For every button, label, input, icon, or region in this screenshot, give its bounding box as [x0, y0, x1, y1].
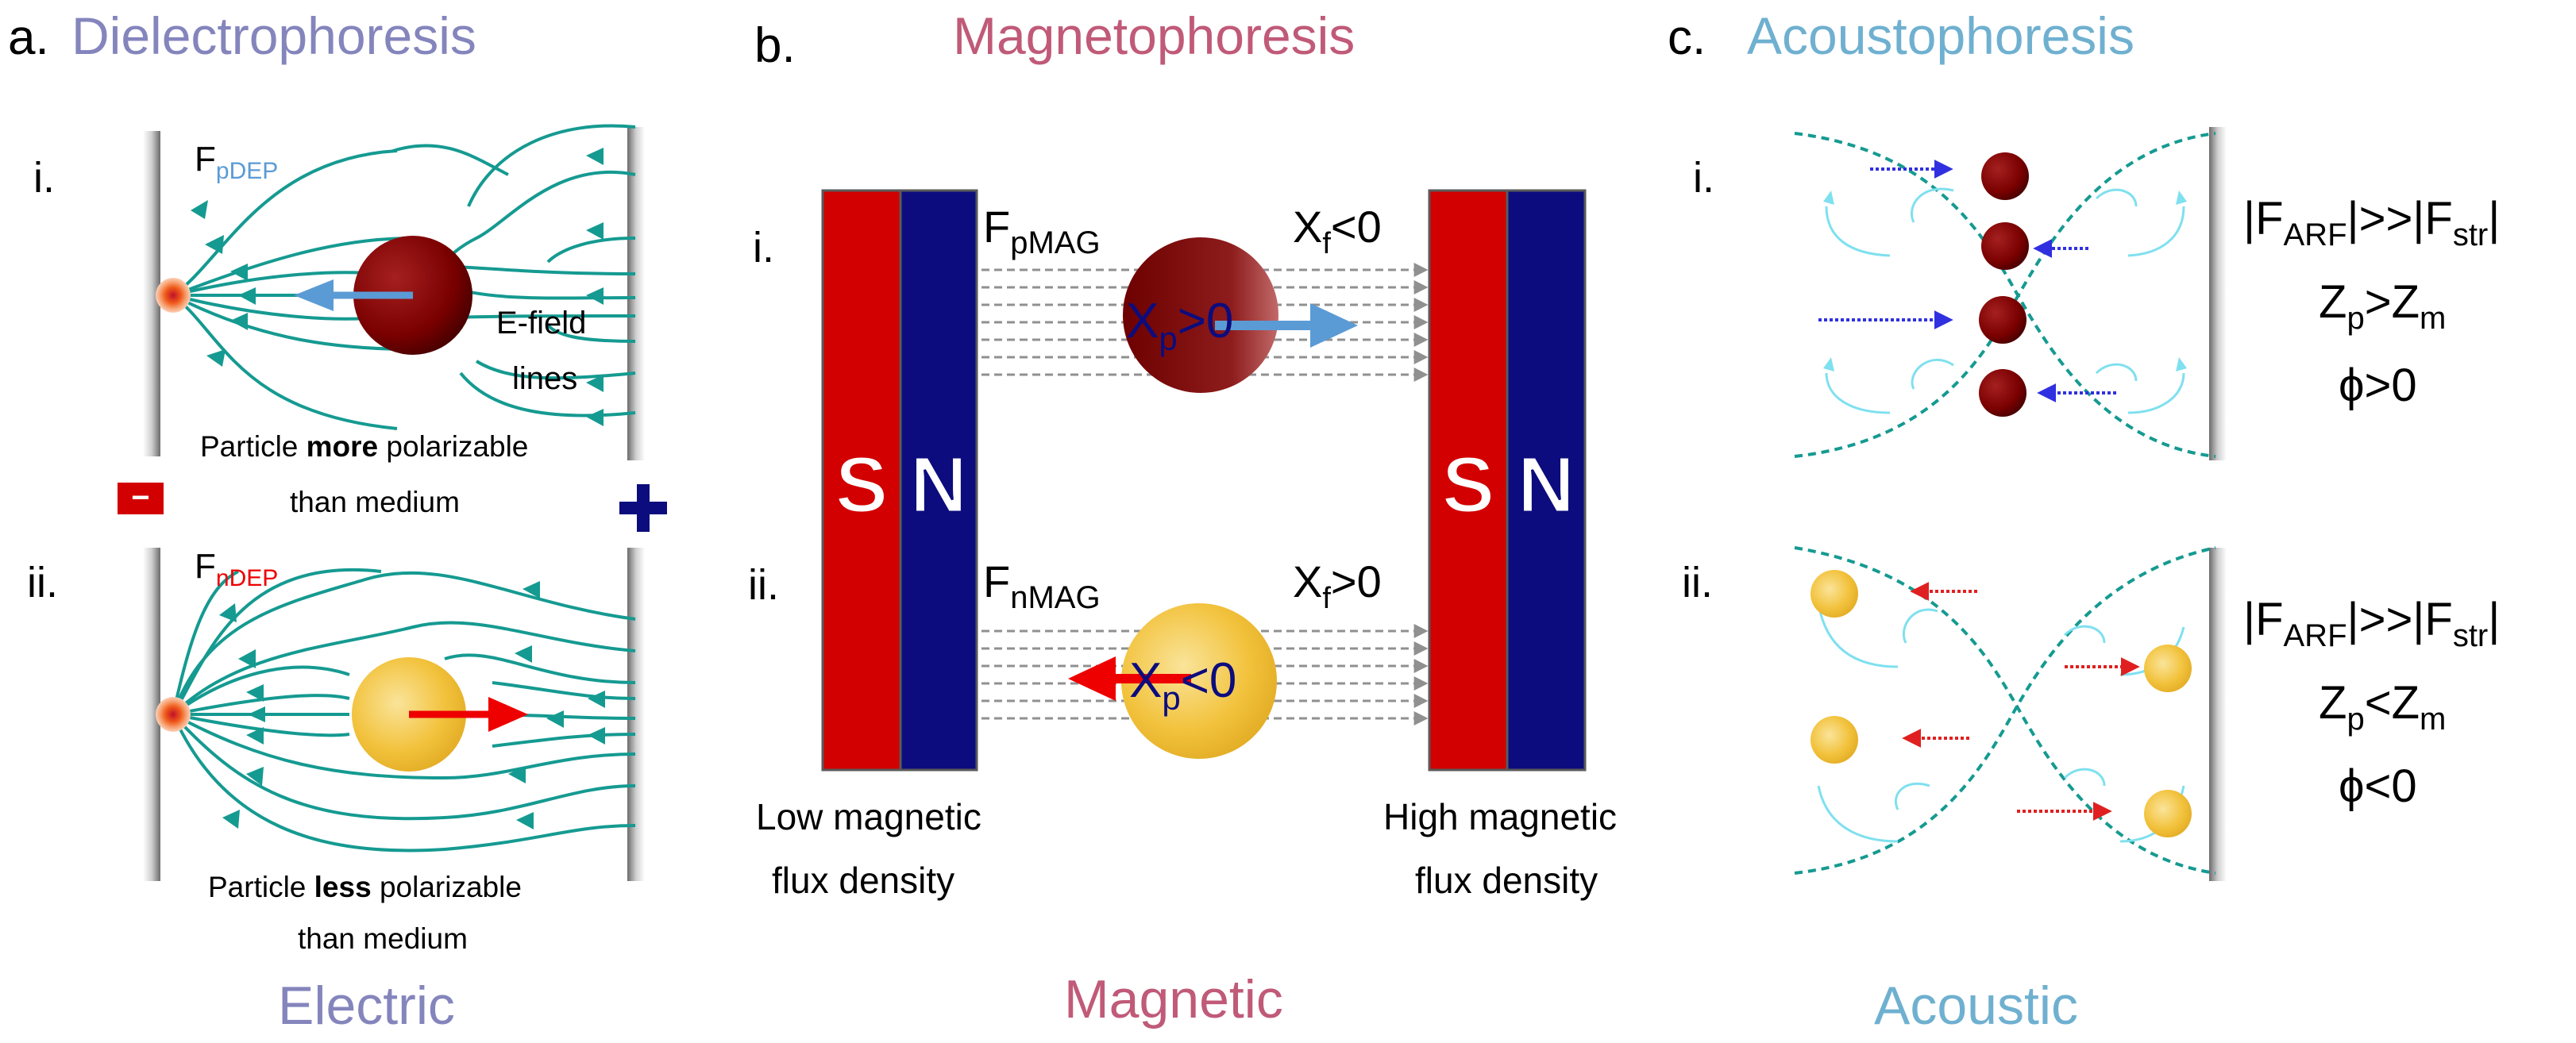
panel-b-title: Magnetophoresis: [953, 6, 1355, 65]
point-electrode-i: [156, 278, 191, 313]
panel-a-row-i: i.: [33, 154, 55, 202]
panel-b-row-ii: ii.: [748, 561, 779, 609]
dark-particle-b-i: [1123, 237, 1278, 393]
right-electrode-wall-i: [627, 127, 645, 460]
force-pdep-sub: pDEP: [216, 158, 278, 184]
force-pmag-label: FpMAG: [983, 202, 1101, 260]
e-field-label-line2: lines: [512, 361, 577, 396]
high-flux-line2: flux density: [1415, 860, 1598, 901]
dark-particle-c-1: [1981, 152, 2029, 200]
streaming-arrowheads-i: [1823, 191, 2187, 371]
panel-c-title: Acoustophoresis: [1747, 6, 2134, 65]
dark-particle-c-2: [1981, 222, 2029, 270]
force-ratio-i: |FARF|>>|Fstr|: [2243, 193, 2500, 252]
right-magnet-s-pole: S: [1442, 441, 1495, 529]
caption-ii-line2: than medium: [298, 922, 468, 955]
dark-particle-c-3: [1979, 296, 2026, 344]
radiation-arrows-i: [1818, 160, 2116, 402]
high-flux-line1: High magnetic: [1383, 796, 1617, 837]
yellow-particle-c-3: [1811, 716, 1858, 764]
panel-b-row-i: i.: [753, 224, 774, 271]
chi-p-i-label: Xp>0: [1126, 294, 1233, 357]
impedance-rel-i: >: [2365, 276, 2392, 328]
force-pdep-label: FpDEP: [195, 140, 278, 184]
panel-c-row-i: i.: [1693, 154, 1714, 202]
impedance-relation-i: Zp>Zm: [2319, 276, 2446, 336]
acoustic-wall-i: [2209, 127, 2227, 460]
force-pmag-sub: pMAG: [1010, 225, 1100, 260]
chi-f-ii-rel: >0: [1331, 556, 1382, 606]
chi-p-ii-rel: <0: [1181, 653, 1237, 708]
panel-b-letter: b.: [754, 18, 796, 73]
caption-i-bold: more: [307, 430, 378, 463]
right-magnet-n-pole: N: [1517, 441, 1575, 529]
impedance-rel-ii: <: [2365, 677, 2392, 729]
right-magnet: S N: [1428, 189, 1587, 772]
phi-relation-ii: ϕ<0: [2339, 760, 2417, 812]
yellow-particle-b-ii: [1121, 603, 1277, 759]
pdep-force-arrow: [294, 279, 413, 311]
force-nmag-sub: nMAG: [1010, 580, 1100, 615]
caption-ii-bold: less: [314, 871, 372, 903]
chi-p-i-rel: >0: [1178, 294, 1234, 348]
left-magnet: S N: [821, 189, 978, 772]
panel-a: a. Dielectrophoresis i. ii.: [8, 6, 667, 1036]
minus-sign: −: [131, 480, 149, 515]
negative-terminal: −: [118, 480, 164, 515]
yellow-particle-c-2: [2144, 645, 2192, 692]
pmag-force-arrow: [1215, 303, 1358, 348]
force-ndep-label: FnDEP: [195, 547, 278, 591]
low-flux-line2: flux density: [772, 860, 954, 901]
caption-ii-line1: Particle less polarizable: [208, 871, 522, 903]
e-field-arrowheads-i: [191, 148, 604, 426]
point-electrode-ii: [156, 697, 191, 732]
ndep-force-arrow: [409, 697, 528, 732]
low-flux-line1: Low magnetic: [756, 796, 981, 837]
yellow-particle-c-4: [2144, 790, 2192, 837]
chi-f-ii-label: Xf>0: [1293, 556, 1382, 615]
standing-wave-ii: [1794, 546, 2216, 875]
nmag-force-arrow: [1068, 656, 1191, 701]
force-ndep-letter: F: [195, 547, 216, 586]
chi-p-ii-label: Xp<0: [1129, 653, 1236, 717]
left-magnet-s-pole: S: [835, 441, 889, 529]
panel-c-letter: c.: [1668, 10, 1706, 65]
chi-f-i-label: Xf<0: [1293, 202, 1382, 260]
panel-c-footer: Acoustic: [1874, 976, 2078, 1036]
caption-i-line1: Particle more polarizable: [200, 430, 528, 463]
positive-terminal: [619, 484, 667, 532]
yellow-particle-c-1: [1811, 570, 1858, 618]
panel-b: b. Magnetophoresis i. ii. S N S N: [748, 6, 1617, 1030]
chi-f-i-rel: <0: [1331, 202, 1382, 252]
panel-a-row-ii: ii.: [27, 559, 58, 606]
streaming-swirls-ii: [1817, 602, 2185, 843]
impedance-relation-ii: Zp<Zm: [2319, 677, 2446, 737]
panel-c-row-ii: ii.: [1682, 559, 1713, 606]
e-field-lines-ii: [172, 568, 636, 852]
streaming-swirls-i: [1825, 187, 2185, 414]
e-field-label-line1: E-field: [496, 306, 586, 341]
force-ndep-sub: nDEP: [216, 565, 278, 591]
acoustic-wall-ii: [2209, 548, 2227, 881]
phi-relation-i: ϕ>0: [2339, 360, 2417, 411]
dark-particle-c-4: [1979, 369, 2026, 417]
panel-c: c. Acoustophoresis i. ii.: [1668, 6, 2500, 1036]
left-electrode-wall-ii: [143, 548, 160, 881]
right-electrode-wall-ii: [627, 548, 645, 881]
left-magnet-n-pole: N: [910, 441, 967, 529]
radiation-arrows-ii: [1902, 582, 2140, 821]
force-pdep-letter: F: [195, 140, 216, 179]
e-field-arrowheads-ii: [219, 581, 605, 829]
panel-a-footer: Electric: [278, 976, 455, 1036]
panel-b-footer: Magnetic: [1064, 969, 1283, 1030]
panel-a-title: Dielectrophoresis: [71, 6, 476, 65]
left-electrode-wall-i: [143, 131, 160, 456]
panel-a-letter: a.: [8, 10, 49, 65]
standing-wave-i: [1794, 132, 2216, 458]
force-ratio-ii: |FARF|>>|Fstr|: [2243, 594, 2500, 653]
force-nmag-label: FnMAG: [983, 556, 1101, 615]
caption-i-line2: than medium: [290, 486, 460, 518]
